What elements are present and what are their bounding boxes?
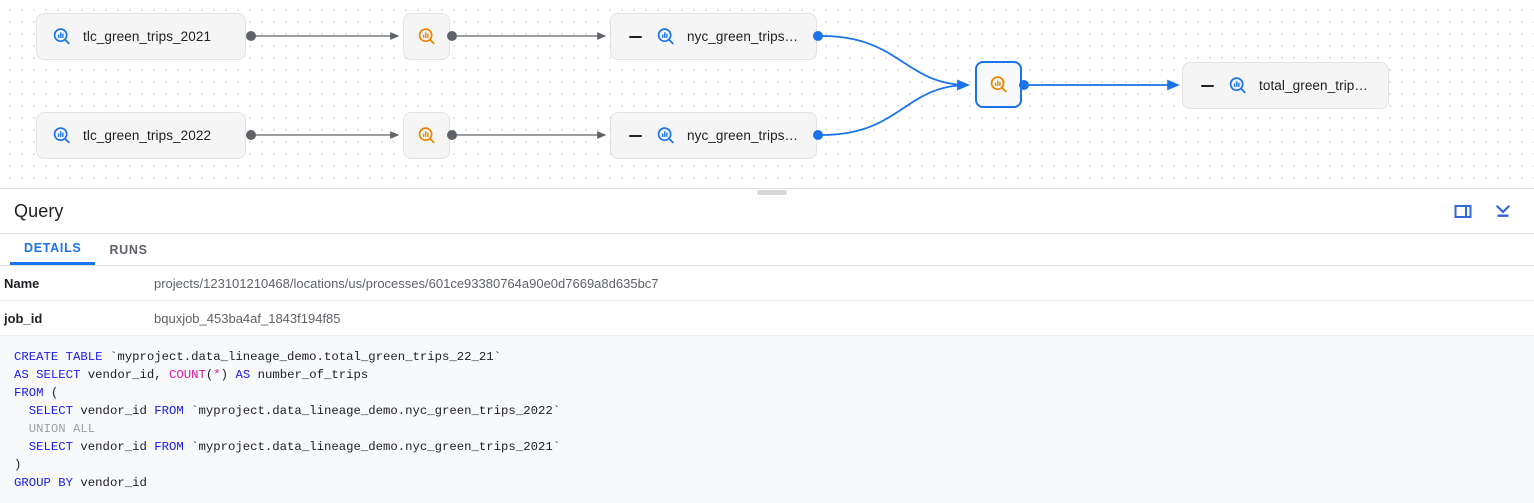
lineage-canvas[interactable]: tlc_green_trips_2021 tlc_green_trips_202… (0, 0, 1534, 189)
lineage-node-process-2[interactable] (403, 112, 450, 159)
node-port-out[interactable] (1019, 80, 1029, 90)
collapse-node-icon[interactable] (1197, 76, 1217, 96)
detail-value: projects/123101210468/locations/us/proce… (154, 275, 659, 291)
process-search-icon-orange (416, 125, 438, 147)
table-search-icon-blue (655, 125, 677, 147)
detail-key: Name (4, 275, 40, 291)
process-search-icon-orange (988, 74, 1010, 96)
node-port-out[interactable] (447, 31, 457, 41)
lineage-node-process-1[interactable] (403, 13, 450, 60)
lineage-node-tlc-green-trips-2021[interactable]: tlc_green_trips_2021 (36, 13, 246, 60)
lineage-node-nyc-green-trips-bottom[interactable]: nyc_green_trips… (610, 112, 817, 159)
node-port-out[interactable] (813, 31, 823, 41)
lineage-node-tlc-green-trips-2022[interactable]: tlc_green_trips_2022 (36, 112, 246, 159)
table-search-icon-blue (51, 26, 73, 48)
table-search-icon-blue (51, 125, 73, 147)
collapse-panel-icon[interactable] (1492, 200, 1514, 222)
tab-runs[interactable]: RUNS (109, 242, 148, 257)
table-search-icon-blue (655, 26, 677, 48)
query-panel-header: Query (0, 189, 1534, 234)
panel-actions (1452, 200, 1522, 222)
node-port-out[interactable] (246, 31, 256, 41)
lineage-node-total-green-trips[interactable]: total_green_trip… (1182, 62, 1389, 109)
node-port-out[interactable] (813, 130, 823, 140)
table-search-icon-blue (1227, 75, 1249, 97)
sql-code: CREATE TABLE `myproject.data_lineage_dem… (14, 350, 561, 490)
lineage-node-label: nyc_green_trips… (687, 29, 799, 44)
panel-title: Query (14, 200, 64, 221)
table-row: job_id bquxjob_453ba4af_1843f194f85 (0, 301, 1534, 336)
lineage-node-label: tlc_green_trips_2022 (83, 128, 212, 143)
node-port-out[interactable] (246, 130, 256, 140)
query-panel-tabs: DETAILS RUNS (0, 234, 1534, 266)
detail-key: job_id (4, 310, 43, 326)
collapse-node-icon[interactable] (625, 27, 645, 47)
split-panel-icon[interactable] (1452, 200, 1474, 222)
lineage-node-label: nyc_green_trips… (687, 128, 799, 143)
details-table: Name projects/123101210468/locations/us/… (0, 266, 1534, 336)
lineage-node-process-selected[interactable] (975, 61, 1022, 108)
sql-query-block[interactable]: CREATE TABLE `myproject.data_lineage_dem… (0, 336, 1534, 503)
detail-value: bquxjob_453ba4af_1843f194f85 (154, 310, 341, 326)
process-search-icon-orange (416, 26, 438, 48)
lineage-node-label: total_green_trip… (1259, 78, 1369, 93)
collapse-node-icon[interactable] (625, 126, 645, 146)
node-port-out[interactable] (447, 130, 457, 140)
table-row: Name projects/123101210468/locations/us/… (0, 266, 1534, 301)
tab-details[interactable]: DETAILS (10, 234, 96, 265)
lineage-node-nyc-green-trips-top[interactable]: nyc_green_trips… (610, 13, 817, 60)
lineage-node-label: tlc_green_trips_2021 (83, 29, 212, 44)
panel-resize-handle[interactable] (757, 190, 787, 195)
